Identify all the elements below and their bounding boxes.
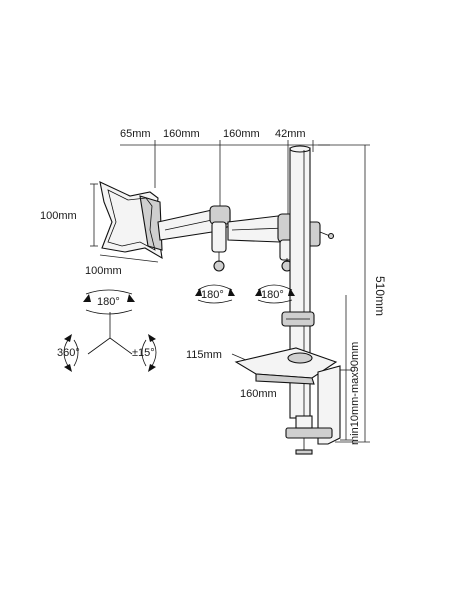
rotation-indicator-joint-2 [255, 284, 295, 304]
rotation-label-joint-1: 180° [201, 289, 224, 301]
cable-clip [281, 311, 315, 327]
vesa-width-dimension [99, 254, 159, 263]
rotation-label-joint-2: 180° [261, 289, 284, 301]
dim-label-vesa-height: 100mm [40, 210, 77, 222]
dim-label-base-depth: 115mm [186, 349, 222, 361]
clamp-range-dimension [340, 295, 352, 441]
rotation-label-right: ±15° [132, 347, 155, 359]
base-depth-leader [231, 353, 247, 361]
elbow-joint-1 [209, 205, 231, 272]
desk-clamp [285, 365, 341, 455]
rotation-legend [63, 289, 157, 372]
dim-label-65mm: 65mm [120, 128, 151, 140]
rotation-indicator-joint-1 [195, 284, 235, 304]
dim-label-160mm-b: 160mm [223, 128, 260, 140]
top-dimension-line [120, 140, 330, 218]
vesa-height-dimension [90, 183, 98, 247]
dim-label-160mm-a: 160mm [163, 128, 200, 140]
dim-label-510mm: 510mm [373, 276, 387, 316]
dim-label-clamp-range: min10mm-max90mm [349, 342, 361, 445]
rotation-label-top: 180° [97, 296, 120, 308]
rotation-label-left: 360° [57, 347, 80, 359]
total-height-dimension [318, 144, 370, 443]
dim-label-vesa-width: 100mm [85, 265, 122, 277]
base-plate [234, 347, 338, 385]
dim-label-base-width: 160mm [240, 388, 277, 400]
vesa-mounting-plate [99, 181, 163, 260]
dim-label-42mm: 42mm [275, 128, 306, 140]
